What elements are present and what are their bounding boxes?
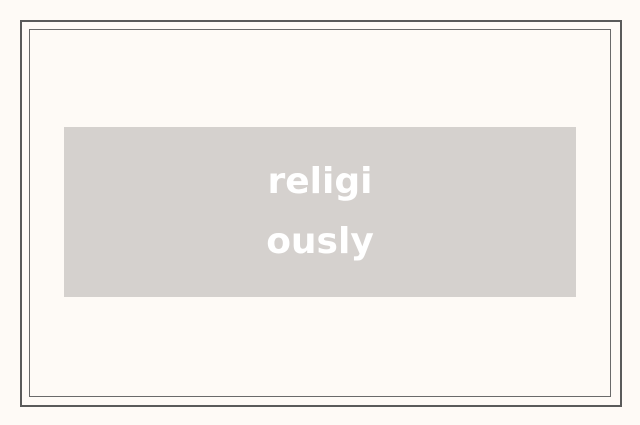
text-banner: religi ously [64, 127, 576, 297]
banner-line-2: ously [266, 221, 374, 262]
banner-line-1: religi [267, 161, 373, 202]
outer-border-frame [20, 20, 622, 407]
inner-border-frame [29, 29, 611, 397]
